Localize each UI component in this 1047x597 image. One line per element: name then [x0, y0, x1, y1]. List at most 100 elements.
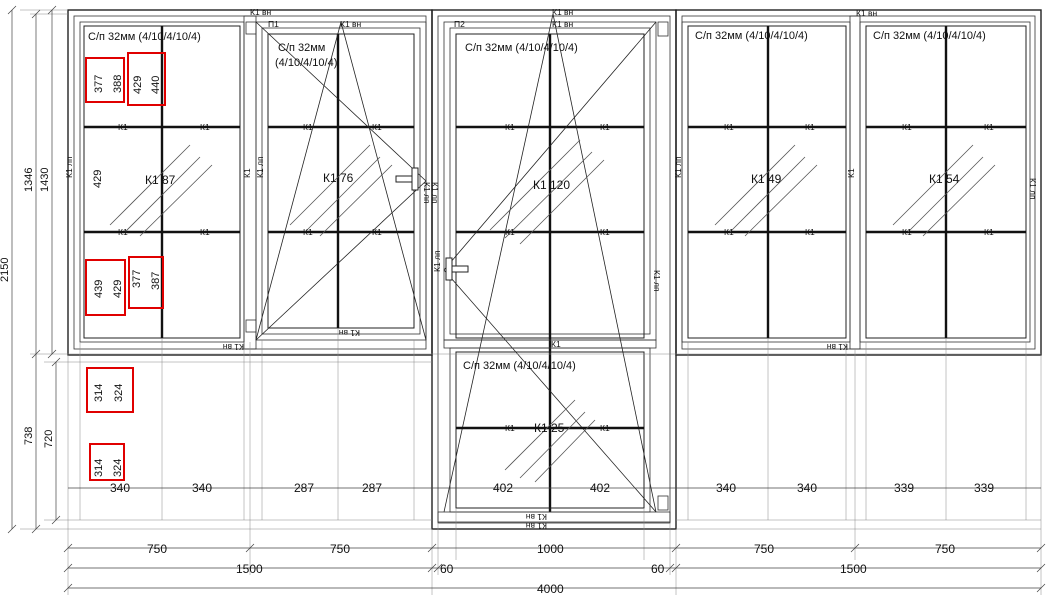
- extension-lines: [20, 9, 1042, 595]
- sash-id-2: К1 76: [323, 171, 354, 185]
- sash-id-3: К1 120: [533, 178, 570, 192]
- panel-4: [681, 21, 851, 343]
- dim-340: 340: [110, 481, 130, 495]
- k1-mark: К1: [505, 227, 515, 237]
- k1-mark: К1: [600, 227, 610, 237]
- k1-vn-mark: К1 вн: [856, 8, 878, 18]
- dim-750: 750: [147, 542, 167, 556]
- red-value: 314: [93, 384, 105, 402]
- k1-vn-mark: К1 вн: [826, 342, 848, 352]
- red-box-values: 377 388 429 440 439 429 377 387 314 324 …: [93, 75, 162, 477]
- k1-vn-mark: К1 вн: [552, 7, 574, 17]
- dim-340: 340: [192, 481, 212, 495]
- dim-1346: 1346: [23, 168, 35, 192]
- red-value: 377: [131, 270, 143, 288]
- k1-lp-mark: К1 лп: [422, 182, 432, 204]
- k1-mark: К1: [505, 423, 515, 433]
- glass-spec-2-line2: (4/10/4/10/4): [275, 57, 337, 69]
- sash-id-6: К1 25: [534, 421, 565, 435]
- glass-spec-6: С/п 32мм (4/10/4/10/4): [463, 360, 576, 372]
- k1-mark: К1: [805, 122, 815, 132]
- k1-vn-mark: К1 вн: [250, 7, 272, 17]
- k1-mark: К1: [200, 122, 210, 132]
- red-value: 388: [112, 75, 124, 93]
- glass-spec-2-line1: С/п 32мм: [278, 42, 325, 54]
- window-frames: [67, 9, 1042, 530]
- bottom-dimension-labels: 750 750 1000 750 750 1500 60 60 1500 400…: [147, 542, 955, 596]
- sash-id-5: К1 54: [929, 172, 960, 186]
- panel-2: [255, 21, 427, 341]
- dim-287: 287: [362, 481, 382, 495]
- dim-402: 402: [493, 481, 513, 495]
- sash-id-1: К1 87: [145, 173, 176, 187]
- dim-738: 738: [23, 427, 35, 445]
- red-value: 377: [93, 75, 105, 93]
- k1-mark: К1: [372, 227, 382, 237]
- k1-mark: К1: [303, 227, 313, 237]
- glass-spec-4: С/п 32мм (4/10/4/10/4): [695, 30, 808, 42]
- k1-mark: К1: [600, 423, 610, 433]
- dim-402: 402: [590, 481, 610, 495]
- code-p1: П1: [268, 19, 279, 29]
- door-upper-panel: [443, 13, 669, 513]
- red-value: 429: [132, 76, 144, 94]
- dim-339: 339: [894, 481, 914, 495]
- dim-1000: 1000: [537, 542, 564, 556]
- hinge-top: [245, 21, 257, 35]
- red-value: 387: [150, 272, 162, 290]
- dim-1430: 1430: [39, 168, 51, 192]
- dim-60: 60: [651, 562, 665, 576]
- glass-spec-3: С/п 32мм (4/10/4/10/4): [465, 42, 578, 54]
- dim-340: 340: [716, 481, 736, 495]
- glass-spec-1: С/п 32мм (4/10/4/10/4): [88, 31, 201, 43]
- k1-mark: К1: [984, 227, 994, 237]
- dim-750: 750: [330, 542, 350, 556]
- k1-mark: К1: [984, 122, 994, 132]
- k1-lp-mark: К1 лп: [432, 250, 442, 272]
- dim-750: 750: [935, 542, 955, 556]
- red-value: 324: [112, 459, 124, 477]
- glass-spec-5: С/п 32мм (4/10/4/10/4): [873, 30, 986, 42]
- k1-vn-mark: К1 вн: [525, 521, 547, 531]
- mullion-2: [849, 15, 861, 350]
- k1-vn-mark: К1 вн: [552, 19, 574, 29]
- k1-lp-mark: К1 лп: [673, 156, 683, 178]
- k1-mark: К1: [200, 227, 210, 237]
- dim-340: 340: [797, 481, 817, 495]
- profile-marks: К1 К1 К1 К1 К1 К1 К1 К1 К1 К1 К1 К1 К1 К…: [64, 7, 1038, 531]
- red-highlight-boxes: [85, 52, 166, 481]
- code-p2: П2: [454, 19, 465, 29]
- red-value: 324: [113, 384, 125, 402]
- red-value: 439: [93, 280, 105, 298]
- k1-mark: К1: [724, 227, 734, 237]
- dim-750: 750: [754, 542, 774, 556]
- dim-720: 720: [43, 430, 55, 448]
- k1-mark: К1: [902, 227, 912, 237]
- k1-lp-mark: К1 лп: [64, 156, 74, 178]
- k1-mark: К1: [902, 122, 912, 132]
- dim-339: 339: [974, 481, 994, 495]
- k1-lp-mark: К1 лп: [1028, 178, 1038, 200]
- k1-lp-mark: К1 лп: [255, 156, 265, 178]
- k1-mark: К1: [303, 122, 313, 132]
- dimension-lines: [7, 5, 1046, 593]
- k1-vn-mark: К1 вн: [338, 328, 360, 338]
- dim-1500: 1500: [840, 562, 867, 576]
- inner-dimension-labels: 340 340 287 287 402 402 340 340 339 339: [110, 481, 994, 495]
- k1-mark: К1: [118, 227, 128, 237]
- k1-vn-mark: К1 вн: [222, 342, 244, 352]
- sash-id-labels: К1 87 К1 76 К1 120 К1 49 К1 54 К1 25: [145, 171, 960, 435]
- dim-2150: 2150: [0, 258, 11, 282]
- dim-4000: 4000: [537, 582, 564, 596]
- k1-lp-mark: К1 лп: [430, 182, 440, 204]
- k1-mark: К1: [600, 122, 610, 132]
- left-dimension-labels: 2150 1346 1430 738 720 429: [0, 168, 104, 448]
- hinge-bottom: [245, 319, 257, 333]
- dim-429: 429: [92, 170, 104, 188]
- red-value: 314: [93, 459, 105, 477]
- panel-5: [859, 21, 1031, 343]
- k1-mark: К1: [724, 122, 734, 132]
- k1-mark: К1: [805, 227, 815, 237]
- sash-id-4: К1 49: [751, 172, 782, 186]
